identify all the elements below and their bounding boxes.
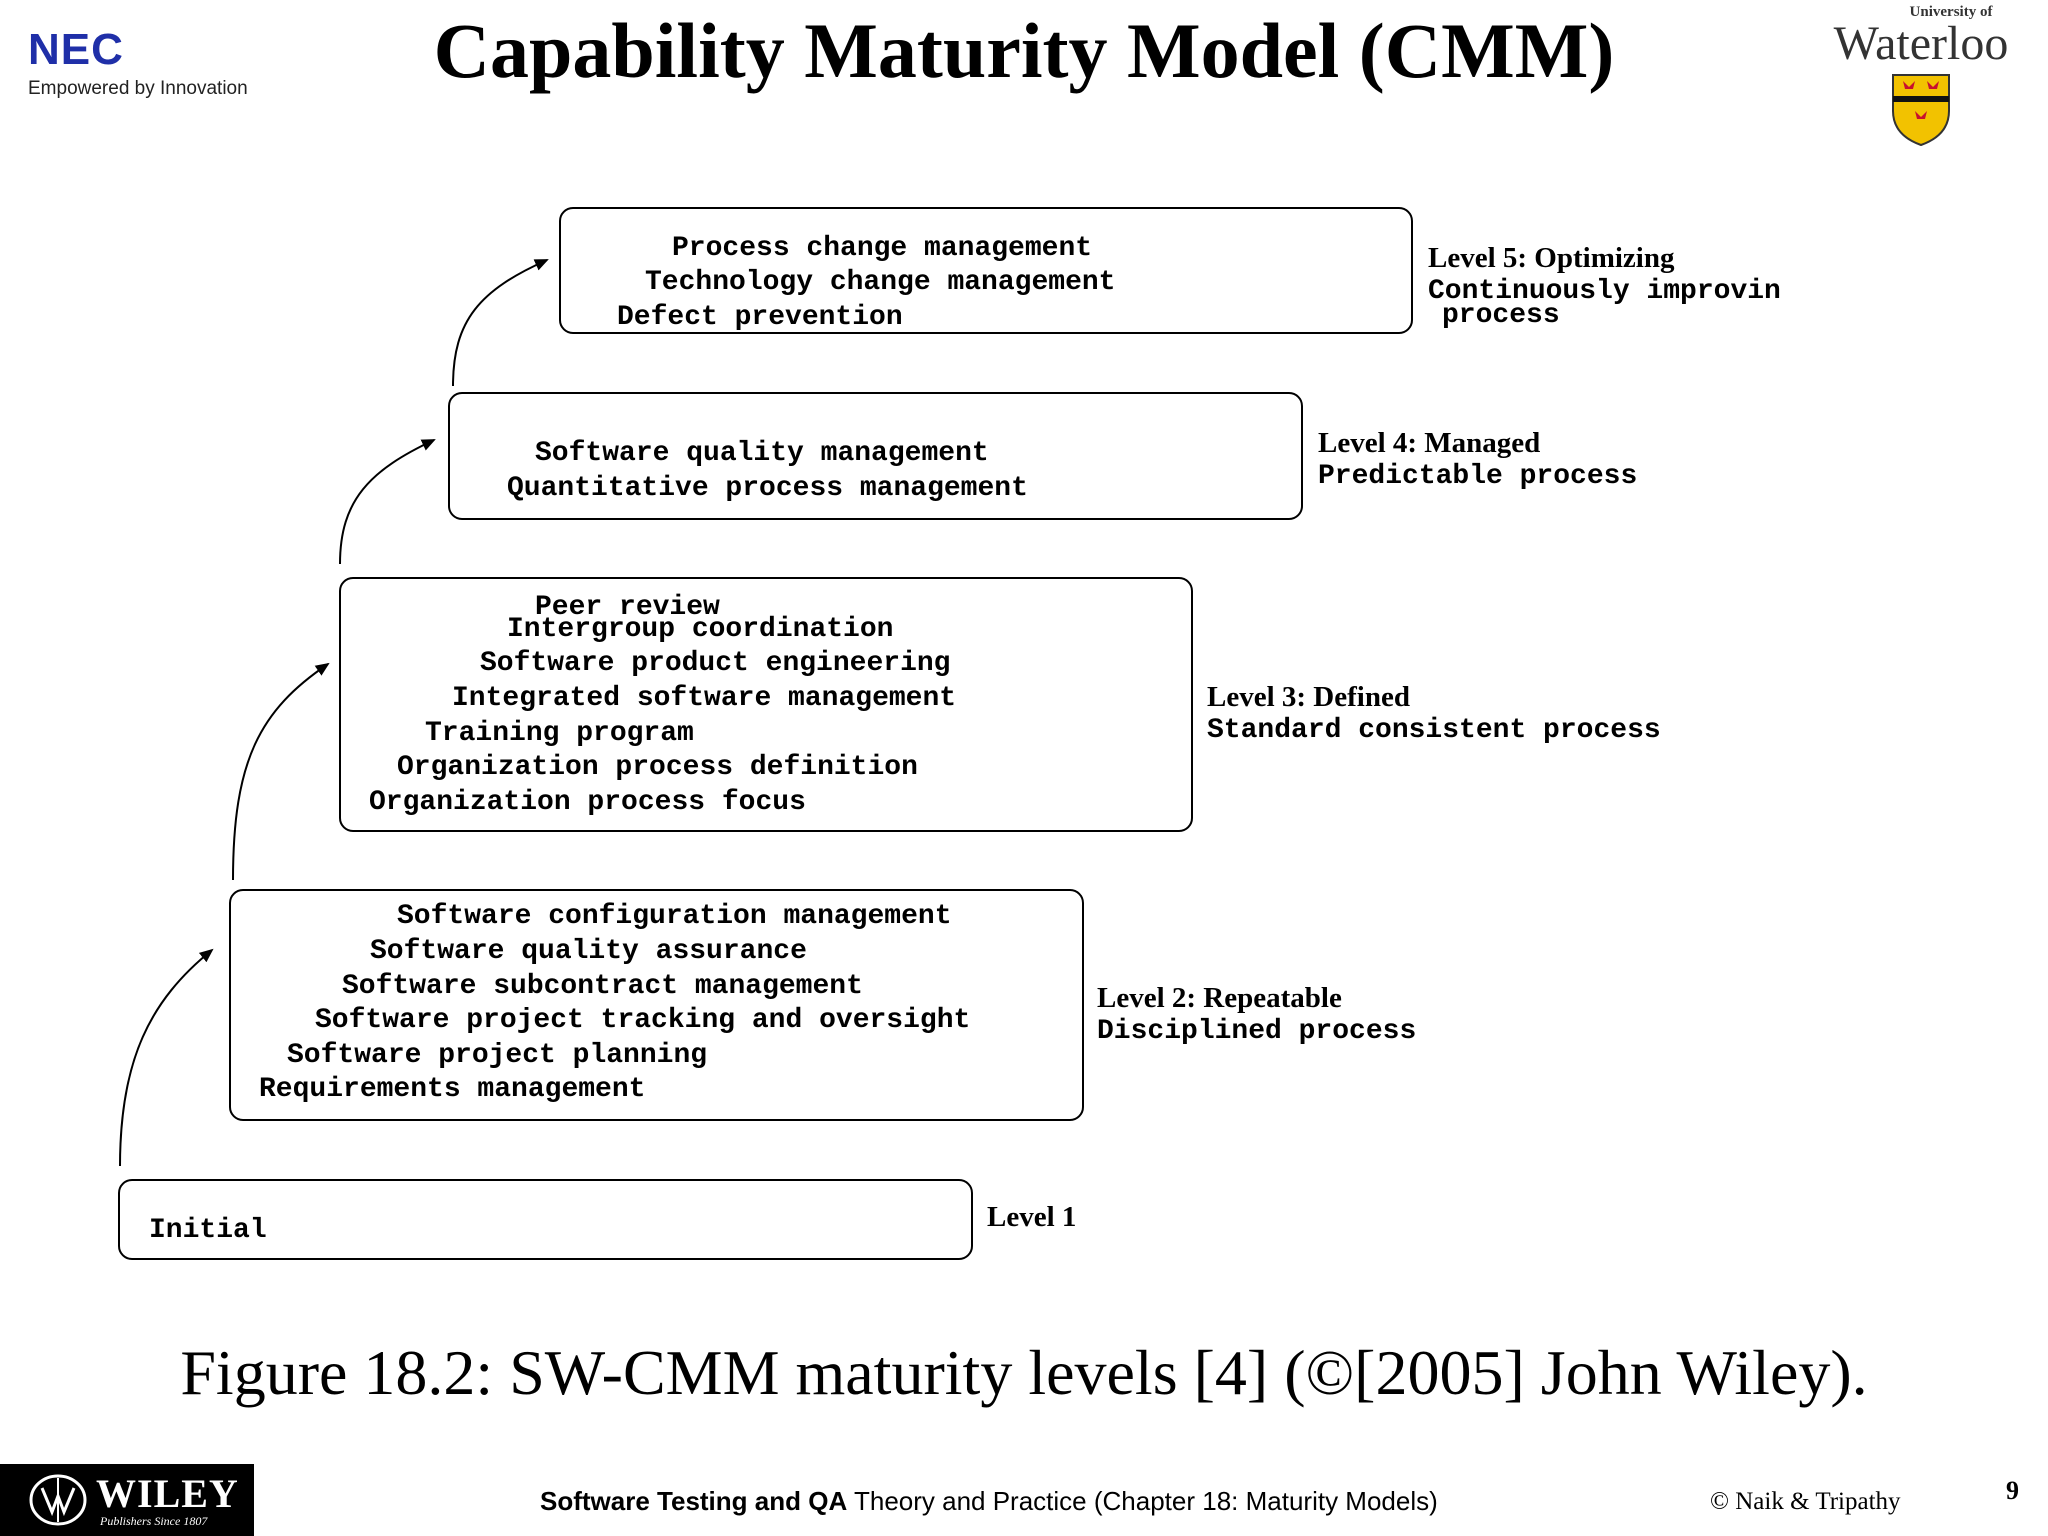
wiley-logo: WILEY Publishers Since 1807 <box>0 1464 254 1536</box>
wiley-logo-text: WILEY <box>96 1471 239 1516</box>
uw-shield-icon <box>1892 73 1950 146</box>
arrow-level1-to-level2 <box>119 948 214 1167</box>
kpa-item: Process change management <box>672 233 1093 264</box>
level-2-box: Software configuration management Softwa… <box>229 889 1084 1121</box>
kpa-item: Software project tracking and oversight <box>315 1005 971 1036</box>
arrow-level2-to-level3 <box>232 662 330 881</box>
level-3-description: Standard consistent process <box>1207 715 1661 746</box>
footer-course-bold: Software Testing and QA <box>540 1486 848 1516</box>
level-5-description: Continuously improvin <box>1428 276 1781 307</box>
footer-copyright: © Naik & Tripathy <box>1710 1488 1901 1515</box>
page-number: 9 <box>2006 1476 2019 1505</box>
level-5-title: Level 5: Optimizing <box>1428 242 1675 274</box>
kpa-item: Software configuration management <box>397 901 952 932</box>
kpa-item: Software quality assurance <box>370 936 807 967</box>
university-of-waterloo-logo: University of Waterloo <box>1806 4 2036 152</box>
wiley-tagline: Publishers Since 1807 <box>100 1514 208 1528</box>
level-4-description: Predictable process <box>1318 461 1638 492</box>
kpa-item: Software product engineering <box>480 648 951 679</box>
kpa-item: Software project planning <box>287 1040 708 1071</box>
kpa-item: Quantitative process management <box>507 473 1028 504</box>
figure-caption: Figure 18.2: SW-CMM maturity levels [4] … <box>180 1337 1868 1408</box>
uw-logo-name: Waterloo <box>1833 17 2009 70</box>
kpa-item: Training program <box>425 718 694 749</box>
kpa-item: Initial <box>149 1215 267 1246</box>
level-1-box: Initial <box>118 1179 973 1260</box>
slide-title: Capability Maturity Model (CMM) <box>433 7 1615 94</box>
kpa-item: Defect prevention <box>617 302 903 333</box>
arrow-level4-to-level5 <box>452 259 549 387</box>
level-3-title: Level 3: Defined <box>1207 681 1410 713</box>
kpa-item: Organization process definition <box>397 752 918 783</box>
kpa-item: Technology change management <box>645 267 1116 298</box>
footer-course-title: Software Testing and QA Theory and Pract… <box>540 1486 1438 1517</box>
kpa-item: Organization process focus <box>369 787 806 818</box>
nec-tagline: Empowered by Innovation <box>28 78 248 99</box>
wiley-emblem-icon <box>29 1474 87 1526</box>
kpa-item: Requirements management <box>259 1074 646 1105</box>
level-arrows <box>119 259 549 1167</box>
kpa-item: Integrated software management <box>452 683 957 714</box>
kpa-item: Software quality management <box>535 438 989 469</box>
level-3-box: Peer review Intergroup coordination Soft… <box>339 577 1193 832</box>
nec-logo-text: NEC <box>28 25 124 74</box>
kpa-item: Software subcontract management <box>342 971 863 1002</box>
level-4-box: Software quality management Quantitative… <box>448 392 1303 520</box>
level-1-title: Level 1 <box>987 1201 1077 1233</box>
level-5-description-cont: process <box>1442 300 1560 331</box>
level-5-box: Process change management Technology cha… <box>559 207 1413 334</box>
footer-course-rest: Theory and Practice (Chapter 18: Maturit… <box>847 1486 1438 1516</box>
uw-logo-small-text: University of <box>1909 4 1993 20</box>
level-2-description: Disciplined process <box>1097 1016 1417 1047</box>
kpa-item: Peer review <box>535 592 720 623</box>
arrow-level3-to-level4 <box>339 439 436 565</box>
kpa-item: Intergroup coordination <box>507 614 894 645</box>
level-2-title: Level 2: Repeatable <box>1097 982 1342 1014</box>
nec-logo: NEC Empowered by Innovation <box>28 28 248 100</box>
level-4-title: Level 4: Managed <box>1318 427 1541 459</box>
